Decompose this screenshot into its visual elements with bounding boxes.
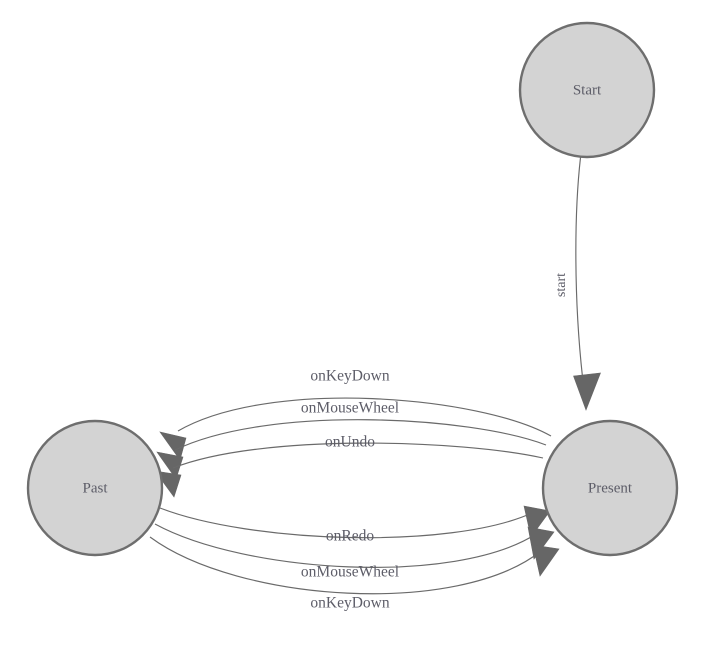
edge-past-to-present-onredo-path [159, 507, 533, 539]
node-present[interactable]: Present [541, 419, 679, 557]
edge-label-present-past-onkeydown: onKeyDown [310, 368, 389, 385]
edge-present-to-past-onkeydown-path [177, 397, 552, 437]
edge-past-to-present-onmousewheel-path [154, 523, 537, 568]
edge-start-to-present-path [575, 157, 584, 378]
node-present-label: Present [588, 480, 633, 496]
node-start[interactable]: Start [518, 21, 656, 159]
edge-past-to-present-onkeydown-path [149, 536, 542, 595]
node-past-circle [26, 419, 164, 557]
edge-present-to-past-onundo-path [172, 442, 544, 469]
edge-past-to-present-onkeydown-arrowhead [532, 544, 560, 577]
edge-present-to-past-onmousewheel[interactable]: onMouseWheel [156, 400, 547, 480]
edge-present-to-past-onmousewheel-path [174, 419, 547, 451]
edge-past-to-present-onkeydown[interactable]: onKeyDown [149, 536, 560, 612]
edge-present-to-past-onkeydown[interactable]: onKeyDown [159, 368, 552, 461]
edge-label-past-present-onmousewheel: onMouseWheel [301, 564, 399, 581]
node-present-circle [541, 419, 679, 557]
node-past[interactable]: Past [26, 419, 164, 557]
edge-label-past-present-onredo: onRedo [326, 528, 374, 545]
edge-start-to-present-arrowhead [573, 372, 601, 411]
edge-present-to-past-onundo[interactable]: onUndo [154, 434, 544, 498]
edge-label-present-past-onmousewheel: onMouseWheel [301, 400, 399, 417]
edge-label-past-present-onkeydown: onKeyDown [310, 595, 389, 612]
edge-present-to-past-onkeydown-arrowhead [159, 431, 187, 461]
edge-label-present-past-onundo: onUndo [325, 434, 375, 451]
node-start-circle [518, 21, 656, 159]
edge-past-to-present-onredo[interactable]: onRedo [159, 505, 551, 545]
edge-start-to-present[interactable]: start [554, 157, 601, 411]
node-start-label: Start [573, 82, 602, 98]
edge-label-start: start [554, 273, 569, 297]
node-past-label: Past [82, 480, 108, 496]
edge-present-to-past-onmousewheel-arrowhead [156, 451, 184, 480]
